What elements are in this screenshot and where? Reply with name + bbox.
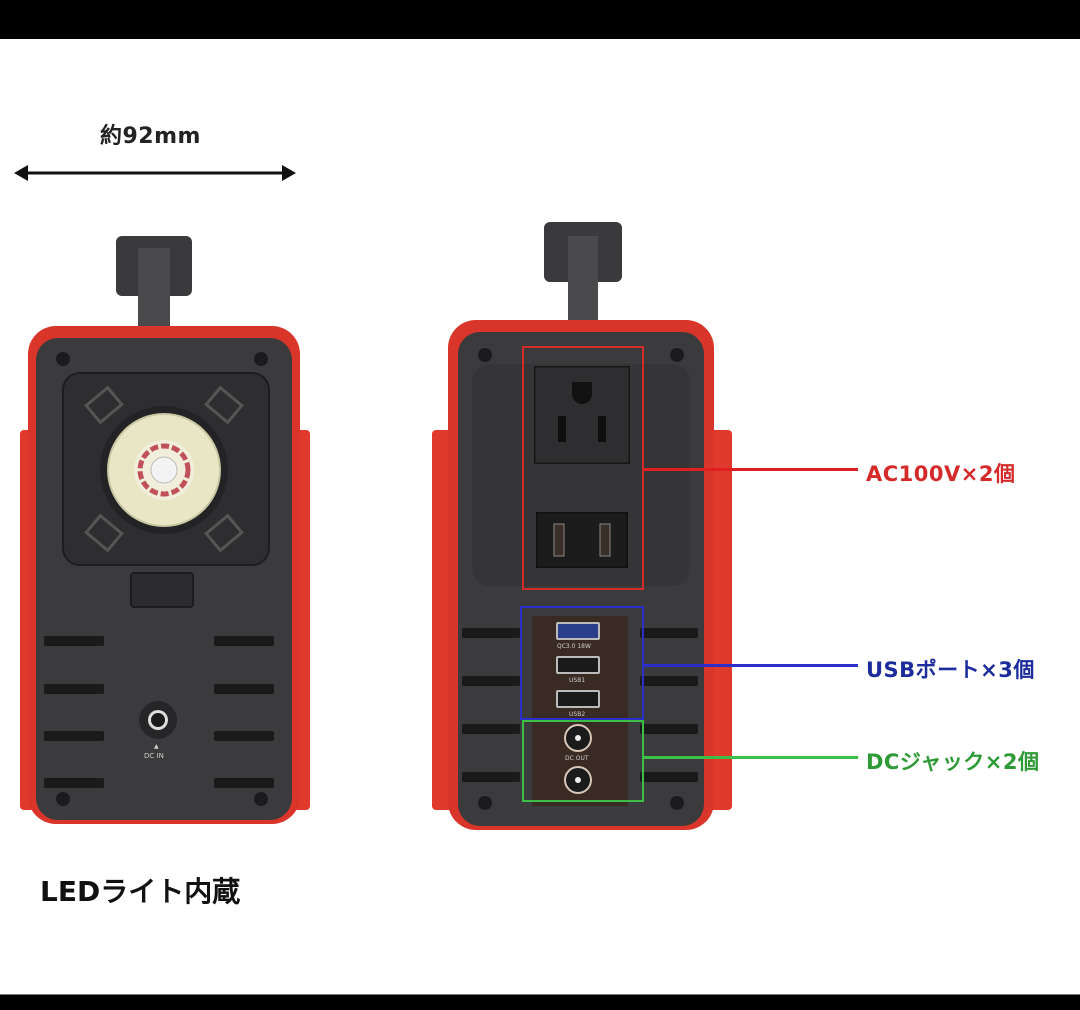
vent-slot	[462, 724, 520, 734]
screw-icon	[478, 348, 492, 362]
bottom-black-bar	[0, 994, 1080, 1010]
dimension-label: 約92mm	[100, 124, 201, 149]
vent-slot	[44, 636, 104, 646]
vent-slot	[462, 772, 520, 782]
vent-slot	[214, 731, 274, 741]
screw-icon	[56, 352, 70, 366]
screw-icon	[254, 792, 268, 806]
ac-outlet-callout: AC100V×2個	[866, 462, 1016, 486]
usb1-port[interactable]	[556, 656, 600, 674]
handle-arm	[138, 248, 170, 334]
dc-in-label: DC IN	[144, 752, 164, 760]
vent-slot	[214, 684, 274, 694]
led-caption: LEDライト内蔵	[40, 875, 241, 908]
vent-slot	[214, 778, 274, 788]
dc-in-arrow: ▲	[154, 743, 159, 750]
vent-slot	[462, 628, 520, 638]
top-black-bar	[0, 0, 1080, 39]
screw-icon	[478, 796, 492, 810]
screw-icon	[670, 796, 684, 810]
usb1-label: USB1	[569, 677, 586, 684]
usb-qc-port[interactable]	[556, 622, 600, 640]
usb-highlight-box	[520, 606, 644, 720]
vent-slot	[640, 628, 698, 638]
usb-callout-line	[644, 664, 858, 667]
dc-out-jack-icon[interactable]	[564, 724, 592, 752]
dc-out-jack-icon[interactable]	[564, 766, 592, 794]
vent-slot	[44, 684, 104, 694]
dc-out-label: DC OUT	[565, 755, 589, 762]
ac-outlet-2pin-icon[interactable]	[536, 512, 628, 568]
vent-slot	[214, 636, 274, 646]
dc-in-jack-icon	[139, 701, 177, 739]
usb-qc-label: QC3.0 18W	[557, 643, 591, 650]
usb2-port[interactable]	[556, 690, 600, 708]
dc-callout-line	[644, 756, 858, 759]
screw-icon	[56, 792, 70, 806]
vent-slot	[44, 731, 104, 741]
handle-arm	[568, 236, 598, 328]
vent-slot	[640, 772, 698, 782]
vent-slot	[462, 676, 520, 686]
vent-slot	[640, 724, 698, 734]
ac-outlet-3pin-icon[interactable]	[534, 366, 630, 464]
double-arrow-icon	[14, 165, 296, 181]
vent-slot	[44, 778, 104, 788]
ac-highlight-box	[522, 346, 644, 590]
led-light-icon	[84, 385, 244, 553]
dc-jack-callout: DCジャック×2個	[866, 750, 1040, 774]
screw-icon	[254, 352, 268, 366]
ac-callout-line	[644, 468, 858, 471]
vent-slot	[640, 676, 698, 686]
usb2-label: USB2	[569, 711, 586, 718]
screw-icon	[670, 348, 684, 362]
dc-highlight-box	[522, 720, 644, 802]
light-switch-button[interactable]	[130, 572, 194, 608]
usb-port-callout: USBポート×3個	[866, 658, 1035, 682]
